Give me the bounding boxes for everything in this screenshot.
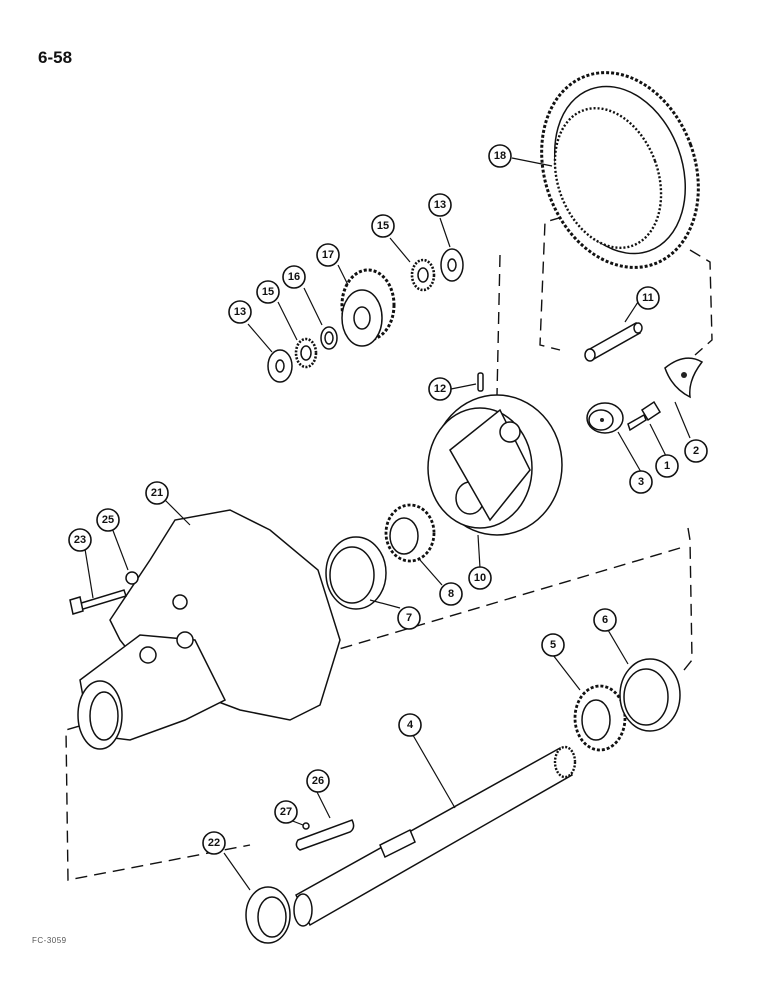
callout-18: 18 bbox=[488, 144, 512, 168]
callout-7: 7 bbox=[397, 606, 421, 630]
svg-text:23: 23 bbox=[74, 534, 86, 546]
oil-seal bbox=[245, 886, 291, 944]
callout-21: 21 bbox=[145, 481, 169, 505]
bolt-23 bbox=[69, 589, 127, 615]
callout-23: 23 bbox=[68, 528, 92, 552]
svg-text:26: 26 bbox=[312, 775, 324, 787]
planet-gear-17 bbox=[340, 268, 396, 347]
svg-text:12: 12 bbox=[434, 383, 446, 395]
needle-bearing-15-left bbox=[294, 337, 318, 369]
svg-text:13: 13 bbox=[434, 199, 446, 211]
needle-bearing-15-right bbox=[410, 258, 436, 292]
svg-text:18: 18 bbox=[494, 150, 506, 162]
svg-text:27: 27 bbox=[280, 806, 292, 818]
spacer-16 bbox=[320, 326, 338, 350]
bearing-cone-5 bbox=[573, 684, 627, 752]
callout-16: 16 bbox=[282, 265, 306, 289]
callout-6: 6 bbox=[593, 608, 617, 632]
bearing-cup-6 bbox=[619, 658, 681, 732]
woodruff-key bbox=[295, 819, 355, 851]
svg-text:15: 15 bbox=[377, 220, 389, 232]
callout-22: 22 bbox=[202, 831, 226, 855]
callout-17: 17 bbox=[316, 243, 340, 267]
svg-text:4: 4 bbox=[407, 719, 414, 731]
dashed-group-line-ring bbox=[539, 211, 713, 356]
svg-text:2: 2 bbox=[693, 445, 699, 457]
callout-11: 11 bbox=[636, 286, 660, 310]
roll-pin bbox=[477, 372, 484, 392]
callout-10: 10 bbox=[468, 566, 492, 590]
callout-25: 25 bbox=[96, 508, 120, 532]
small-pin-27 bbox=[302, 822, 310, 830]
callout-3: 3 bbox=[629, 470, 653, 494]
final-drive-housing bbox=[77, 509, 341, 750]
leader-lines bbox=[84, 157, 691, 891]
svg-text:21: 21 bbox=[151, 487, 163, 499]
planet-carrier bbox=[427, 394, 563, 536]
dashed-group-line-carrier bbox=[496, 254, 501, 396]
svg-text:22: 22 bbox=[208, 837, 220, 849]
thrust-washer-13-left bbox=[267, 349, 293, 383]
svg-text:10: 10 bbox=[474, 572, 486, 584]
page-title: 6-58 bbox=[38, 48, 73, 67]
svg-text:8: 8 bbox=[448, 588, 454, 600]
retaining-washer bbox=[586, 402, 624, 434]
axle-shaft bbox=[293, 745, 577, 927]
svg-text:1: 1 bbox=[664, 460, 670, 472]
callout-15-right: 15 bbox=[371, 214, 395, 238]
bearing-cone-8 bbox=[384, 503, 436, 563]
callout-1: 1 bbox=[655, 454, 679, 478]
svg-text:13: 13 bbox=[234, 306, 246, 318]
thrust-washer-13-right bbox=[440, 248, 464, 282]
callout-12: 12 bbox=[428, 377, 452, 401]
callout-27: 27 bbox=[274, 800, 298, 824]
callout-13-right: 13 bbox=[428, 193, 452, 217]
bearing-cup-7 bbox=[325, 536, 387, 610]
callout-2: 2 bbox=[684, 439, 708, 463]
callout-13-left: 13 bbox=[228, 300, 252, 324]
svg-text:11: 11 bbox=[642, 292, 654, 304]
svg-text:5: 5 bbox=[550, 639, 556, 651]
svg-text:6: 6 bbox=[602, 614, 608, 626]
ring-gear bbox=[540, 71, 700, 269]
svg-text:15: 15 bbox=[262, 286, 274, 298]
svg-text:3: 3 bbox=[638, 476, 644, 488]
planet-pin bbox=[584, 321, 643, 362]
cap-screw bbox=[627, 400, 662, 432]
svg-text:25: 25 bbox=[102, 514, 114, 526]
dashed-group-line-shaft bbox=[65, 527, 693, 881]
callout-5: 5 bbox=[541, 633, 565, 657]
callout-4: 4 bbox=[398, 713, 422, 737]
lock-plate-hole bbox=[681, 372, 687, 378]
callout-15-left: 15 bbox=[256, 280, 280, 304]
svg-text:17: 17 bbox=[322, 249, 334, 261]
callout-26: 26 bbox=[306, 769, 330, 793]
svg-text:7: 7 bbox=[406, 612, 412, 624]
figure-code: FC-3059 bbox=[32, 936, 67, 945]
lock-washer-25 bbox=[125, 571, 139, 585]
svg-text:16: 16 bbox=[288, 271, 300, 283]
callout-8: 8 bbox=[439, 582, 463, 606]
